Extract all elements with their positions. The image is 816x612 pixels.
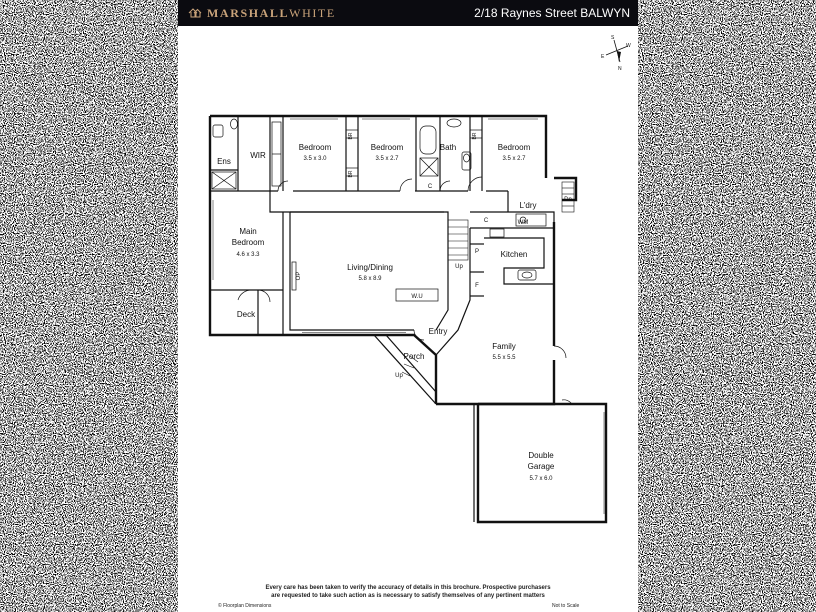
room-living-dining-size: 5.8 x 8.9 bbox=[358, 276, 382, 282]
label-washing-machine: WM bbox=[518, 220, 529, 226]
label-stairs-down: Dn bbox=[564, 197, 572, 203]
room-bedroom-3: Bedroom bbox=[498, 143, 531, 152]
label-open-plan: OP bbox=[296, 272, 302, 281]
property-address: 2/18 Raynes Street BALWYN bbox=[474, 6, 630, 20]
floorplan-sheet: MARSHALLWHITE 2/18 Raynes Street BALWYN … bbox=[178, 0, 638, 612]
staircase bbox=[401, 181, 575, 377]
disclaimer-line-1: Every care has been taken to verify the … bbox=[265, 585, 551, 591]
label-cupboard-laundry: C bbox=[484, 218, 489, 224]
compass-north: N bbox=[618, 66, 622, 72]
compass-east: E bbox=[601, 54, 605, 60]
label-porch-up: Up bbox=[395, 373, 403, 379]
disclaimer-line-2: are requested to take such action as is … bbox=[271, 593, 545, 599]
room-main-bedroom-size: 4.6 x 3.3 bbox=[236, 252, 260, 258]
room-kitchen: Kitchen bbox=[501, 250, 528, 259]
room-bedroom-1-size: 3.5 x 3.0 bbox=[303, 156, 327, 162]
compass-icon: S W E N bbox=[601, 35, 631, 72]
room-bedroom-2-size: 3.5 x 2.7 bbox=[375, 156, 399, 162]
kitchen-fixtures bbox=[395, 213, 547, 302]
house-logo-icon bbox=[188, 8, 202, 18]
room-garage-line1: Double bbox=[528, 451, 554, 460]
room-laundry: L'dry bbox=[519, 201, 536, 210]
brand-name: MARSHALLWHITE bbox=[207, 5, 336, 20]
room-garage-line2: Garage bbox=[528, 462, 555, 471]
floor-plan: S W E N bbox=[208, 35, 631, 524]
scan-noise-left bbox=[0, 0, 178, 612]
fixture-labels: BR BR BR C C P F Up Dn Up bbox=[348, 132, 572, 379]
room-garage-size: 5.7 x 6.0 bbox=[529, 476, 553, 482]
room-labels: Ens WIR Bedroom 3.5 x 3.0 Bedroom 3.5 x … bbox=[217, 143, 555, 482]
windows bbox=[212, 118, 605, 514]
label-wall-unit: W.U bbox=[411, 294, 422, 300]
label-robe-3: BR bbox=[472, 132, 478, 139]
room-bath: Bath bbox=[440, 143, 456, 152]
brand-logo: MARSHALLWHITE bbox=[188, 6, 336, 20]
bathroom-fixtures bbox=[211, 118, 483, 291]
room-family: Family bbox=[492, 342, 516, 351]
disclaimer: Every care has been taken to verify the … bbox=[238, 584, 578, 600]
room-main-bedroom-line2: Bedroom bbox=[232, 238, 265, 247]
room-main-bedroom-line1: Main bbox=[239, 227, 256, 236]
interior-walls bbox=[210, 116, 555, 522]
label-stairs-up: Up bbox=[455, 264, 463, 270]
scan-noise-right bbox=[638, 0, 816, 612]
room-family-size: 5.5 x 5.5 bbox=[492, 355, 516, 361]
room-living-dining: Living/Dining bbox=[347, 263, 393, 272]
header-bar: MARSHALLWHITE 2/18 Raynes Street BALWYN bbox=[178, 0, 638, 26]
room-entry: Entry bbox=[429, 327, 448, 336]
room-bedroom-2: Bedroom bbox=[371, 143, 404, 152]
room-porch: Porch bbox=[404, 352, 425, 361]
label-fridge: F bbox=[475, 283, 479, 289]
label-robe-2: BR bbox=[348, 170, 354, 177]
compass-south: S bbox=[611, 35, 615, 41]
label-cupboard-hall: C bbox=[428, 184, 433, 190]
room-deck: Deck bbox=[237, 310, 256, 319]
room-ensuite: Ens bbox=[217, 157, 231, 166]
scale-note: Not to Scale bbox=[552, 603, 580, 609]
copyright-note: © Floorplan Dimensions bbox=[218, 603, 272, 609]
room-bedroom-1: Bedroom bbox=[299, 143, 332, 152]
room-wir: WIR bbox=[250, 151, 266, 160]
label-robe-1: BR bbox=[348, 132, 354, 139]
compass-west: W bbox=[626, 43, 631, 49]
label-pantry: P bbox=[475, 249, 479, 255]
room-bedroom-3-size: 3.5 x 2.7 bbox=[502, 156, 526, 162]
